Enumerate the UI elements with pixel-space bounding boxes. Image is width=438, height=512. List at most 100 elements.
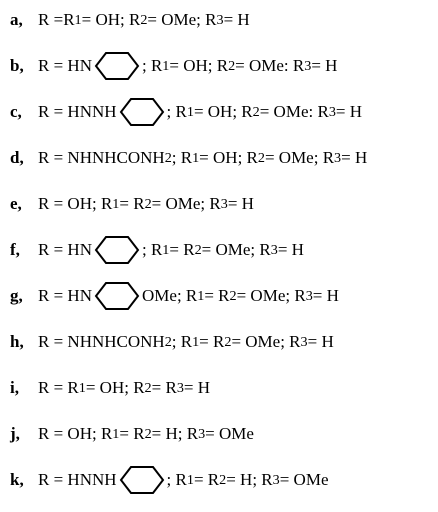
benzene-ring-shape <box>94 236 140 264</box>
benzene-ring-outline <box>119 98 164 126</box>
formula-subscript: 3 <box>328 103 336 120</box>
formula-text: R <box>63 10 75 29</box>
formula-text: = H; R <box>151 424 199 443</box>
formula-text: ; R <box>166 470 187 489</box>
formula-subscript: 1 <box>162 241 170 258</box>
formula-subscript: 3 <box>220 195 228 212</box>
formula-subscript: 3 <box>300 333 308 350</box>
formula-text: = OH; R <box>199 148 258 167</box>
formula-subscript: 1 <box>186 471 194 488</box>
formula-subscript: 2 <box>144 195 152 212</box>
formula-subscript: 1 <box>74 11 82 28</box>
formula-text: = R <box>169 240 195 259</box>
formula-text: = H <box>277 240 304 259</box>
formula-text: ; R <box>171 332 193 351</box>
formula-subscript: 3 <box>216 11 224 28</box>
formula-text: = H <box>312 286 339 305</box>
formula-text: = OMe; R <box>147 10 217 29</box>
formula-text: = H <box>311 56 338 75</box>
formula-text: = R <box>119 424 145 443</box>
formula-prefix: R = HNNH <box>38 102 117 121</box>
formula-text: = H <box>183 378 211 397</box>
formula-subscript: 3 <box>272 471 280 488</box>
formula-text: = OMe; R <box>231 332 301 351</box>
formula-text: = OH; R <box>169 56 229 75</box>
formula-text: = R <box>193 470 220 489</box>
formula-subscript: 1 <box>112 195 120 212</box>
compound-label: f, <box>10 240 20 259</box>
formula-subscript: 2 <box>140 11 148 28</box>
formula-subscript: 1 <box>192 333 200 350</box>
benzene-ring-shape <box>94 282 140 310</box>
formula-text: = H; R <box>226 470 273 489</box>
formula-subscript: 2 <box>164 333 172 350</box>
formula-text: = OMe: R <box>235 56 305 75</box>
formula-text: = OMe <box>279 470 329 489</box>
formula-text: R = OH; R <box>38 424 113 443</box>
formula-text: = OMe <box>205 424 254 443</box>
formula-text: = OH; R <box>85 378 145 397</box>
formula-subscript: 2 <box>164 149 172 166</box>
formula-text: = R <box>204 286 230 305</box>
compound-label: c, <box>10 102 22 121</box>
formula-text: ; R <box>176 286 198 305</box>
formula-text: R = R <box>38 378 79 397</box>
formula-subscript: 2 <box>144 379 152 396</box>
formula-subscript: 3 <box>176 379 184 396</box>
benzene-ring-outline <box>119 466 164 494</box>
formula-text: = R <box>199 332 225 351</box>
formula-prefix: R = HN <box>38 240 92 259</box>
benzene-ring-outline <box>94 236 140 264</box>
formula-subscript: 1 <box>186 103 194 120</box>
benzene-ring-shape <box>94 52 140 80</box>
benzene-ring-icon <box>119 465 165 495</box>
formula-subscript: 1 <box>112 425 120 442</box>
formula-subscript: 2 <box>144 425 152 442</box>
formula-subscript: 1 <box>197 287 205 304</box>
formula-subscript: 2 <box>229 287 237 304</box>
formula-subscript: 3 <box>198 425 206 442</box>
compound-label: a, <box>10 10 23 29</box>
formula-text: = H <box>335 102 363 121</box>
compound-label: k, <box>10 470 24 489</box>
formula-text: = OMe; R <box>236 286 306 305</box>
formula-text: R = NHNHCONH <box>38 148 165 167</box>
formula-text: = OMe; R <box>151 194 221 213</box>
formula-text: ; R <box>141 240 163 259</box>
formula-text: = H <box>223 10 250 29</box>
formula-subscript: 1 <box>162 57 170 74</box>
formula-text: = OMe: R <box>259 102 329 121</box>
formula-subscript: 1 <box>192 149 200 166</box>
formula-subscript: 3 <box>270 241 278 258</box>
formula-text: = H <box>227 194 254 213</box>
benzene-ring-shape <box>119 98 164 126</box>
benzene-ring-icon <box>119 97 165 127</box>
formula-subscript: 2 <box>257 149 265 166</box>
compound-label: d, <box>10 148 24 167</box>
formula-text: R = OH; R <box>38 194 113 213</box>
formula-prefix: R = HN <box>38 286 92 305</box>
compound-label: b, <box>10 56 24 75</box>
formula-subscript: 2 <box>219 471 227 488</box>
formula-text: = R <box>119 194 145 213</box>
formula-text: ; R <box>141 56 163 75</box>
